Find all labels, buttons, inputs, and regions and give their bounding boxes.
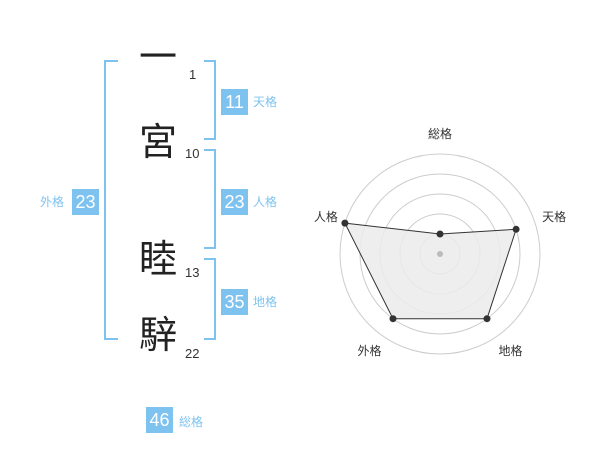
radar-axis-label: 外格 [357,343,381,358]
stroke-count-4: 22 [185,346,200,361]
radar-axis-label: 地格 [498,343,522,358]
jinkaku-label: 人格 [253,195,278,209]
chikaku-bracket [204,258,216,340]
stroke-count-1: 1 [189,67,197,82]
radar-center-dot [437,251,443,257]
jinkaku-bracket [204,149,216,249]
chikaku-badge: 35 [221,289,248,315]
soukaku-label: 総格 [179,415,204,429]
radar-point [436,230,444,238]
radar-axis-label: 総格 [428,126,452,141]
gaikaku-badge: 23 [72,189,99,215]
radar-point [389,315,397,323]
tenkaku-bracket [204,60,216,140]
radar-point [512,225,520,233]
radar-axis-label: 天格 [542,209,566,224]
jinkaku-badge: 23 [221,189,248,215]
stroke-count-3: 13 [185,265,200,280]
radar-point [483,315,491,323]
gaikaku-bracket [104,60,118,340]
name-breakdown: 一 1 宮 10 睦 13 騂 22 外格 23 11 天格 23 人格 35 … [40,35,278,433]
name-char-3: 睦 [139,237,178,281]
radar-point [341,219,349,227]
tenkaku-badge: 11 [221,89,248,115]
soukaku-badge: 46 [146,407,173,433]
radar-series-area [344,222,517,320]
chikaku-label: 地格 [253,295,278,309]
tenkaku-label: 天格 [253,95,278,109]
name-char-4: 騂 [139,313,178,357]
name-char-2: 宮 [139,120,178,164]
stroke-count-2: 10 [185,146,200,161]
radar-grid-ring [339,153,541,355]
gaikaku-label: 外格 [40,195,65,209]
name-char-1: 一 [139,35,178,79]
radar-axis-label: 人格 [314,209,338,224]
